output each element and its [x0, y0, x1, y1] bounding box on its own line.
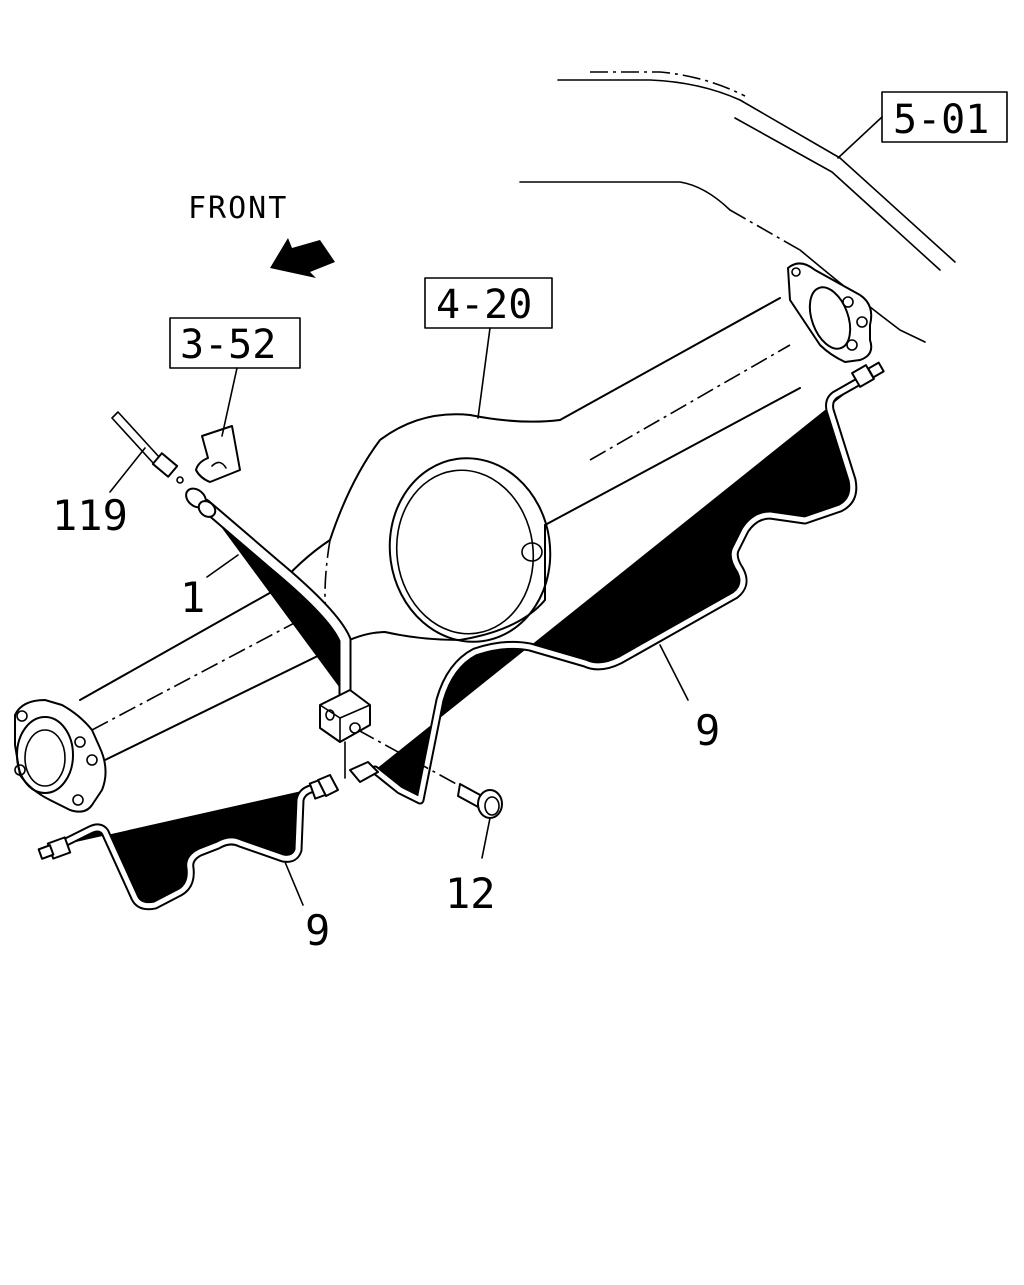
three-way-joint [317, 689, 379, 797]
reference-4-20: 4-20 [424, 277, 553, 419]
ref-label: 4-20 [436, 282, 532, 328]
reference-3-52: 3-52 [169, 317, 301, 437]
callout-12: 12 [445, 817, 496, 918]
rear-axle-housing [14, 262, 873, 813]
callout-label: 12 [445, 869, 496, 918]
ref-label: 3-52 [180, 322, 276, 368]
front-direction: FRONT [188, 191, 335, 278]
frame-rail-outline [519, 71, 956, 343]
bolt-12 [357, 729, 503, 819]
callout-9-right: 9 [659, 644, 720, 755]
callout-label: 9 [695, 706, 720, 755]
callout-1: 1 [180, 554, 239, 622]
breather-119 [111, 411, 184, 484]
front-arrow-icon [270, 238, 335, 278]
brake-pipe-right [375, 361, 885, 800]
ref-label: 5-01 [893, 97, 989, 143]
reference-5-01: 5-01 [837, 91, 1008, 159]
flexible-hose [185, 487, 345, 695]
clip-3-52 [195, 425, 241, 483]
front-label: FRONT [188, 191, 288, 226]
callout-label: 9 [305, 906, 330, 955]
callout-9-left: 9 [284, 861, 330, 955]
callout-label: 119 [52, 491, 128, 540]
callout-119: 119 [52, 447, 146, 540]
callout-label: 1 [180, 573, 205, 622]
